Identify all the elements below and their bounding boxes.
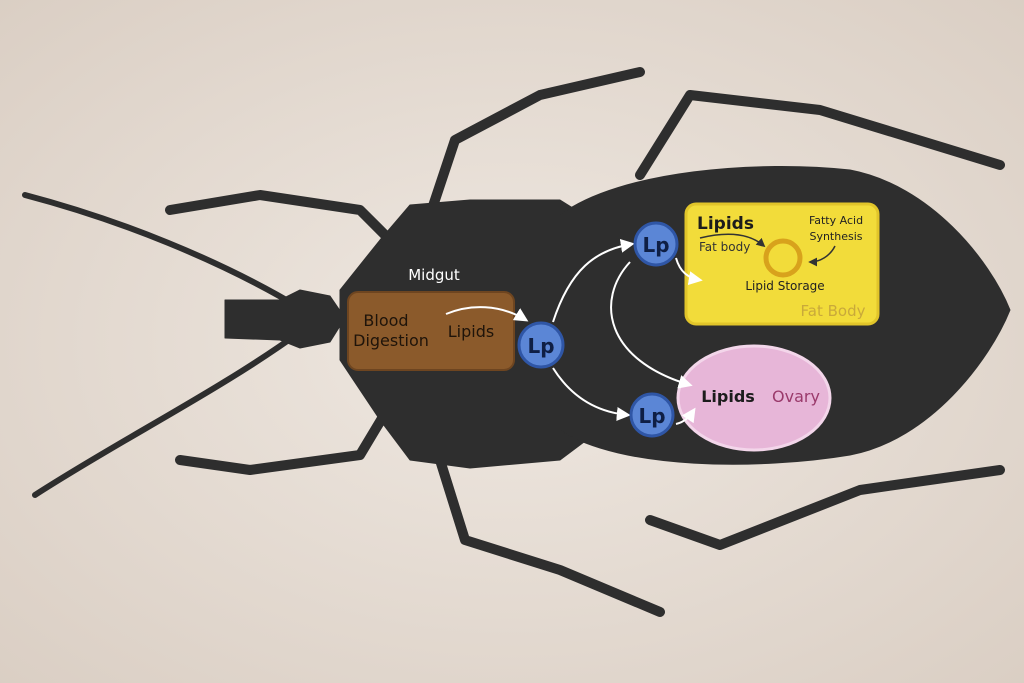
blood-digestion-label-line2: Digestion (353, 331, 429, 350)
ovary-lipids-label: Lipids (701, 387, 755, 406)
lp-to-fatbody-lp-arrow (552, 238, 635, 323)
lipid-droplet-icon (763, 238, 803, 278)
blood-digestion-label-line1: Blood (363, 311, 408, 330)
fat-body-inner-label: Fat body (699, 240, 750, 254)
fat-body-title-label: Fat Body (801, 302, 866, 320)
fatty-acid-label-line2: Synthesis (809, 230, 862, 243)
transport-arrows (445, 238, 703, 425)
lipid-to-storage-arrow (699, 233, 766, 248)
ovary-title-label: Ovary (772, 387, 820, 406)
lp-to-ovary-lp-arrow (552, 367, 631, 421)
midgut-lipids-label: Lipids (448, 322, 494, 341)
fatty-acid-label-line1: Fatty Acid (809, 214, 863, 227)
midgut-box: Blood Digestion Lipids (347, 291, 515, 371)
lipophorin-label: Lp (642, 233, 669, 257)
fatbody-to-ovary-arrow (610, 261, 693, 389)
lipophorin-label: Lp (638, 404, 665, 428)
ovary: Lipids Ovary (676, 344, 832, 452)
lipophorin-node-2: Lp (633, 221, 679, 267)
fat-body-box: Lipids Fat body Fatty Acid Synthesis Lip… (684, 202, 880, 326)
lipophorin-node-1: Lp (517, 321, 565, 369)
lipophorin-label: Lp (527, 334, 554, 358)
fat-body-lipids-label: Lipids (697, 214, 754, 234)
lipophorin-node-3: Lp (629, 392, 675, 438)
synthesis-to-storage-arrow (808, 245, 836, 267)
lipid-storage-label: Lipid Storage (745, 279, 824, 293)
lp-to-ovary-arrow (675, 407, 696, 425)
midgut-label: Midgut (408, 266, 460, 284)
midgut-to-lp-arrow (445, 306, 529, 322)
lp-to-fatbody-arrow (675, 257, 703, 286)
